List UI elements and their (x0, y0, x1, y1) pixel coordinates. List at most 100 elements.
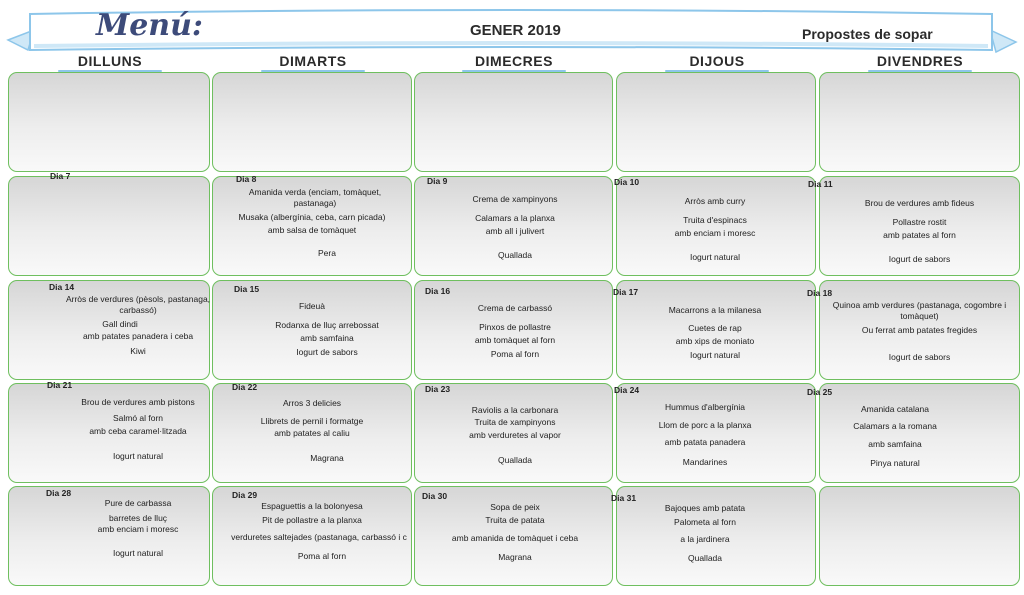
day-label: Dia 30 (422, 491, 448, 501)
day-label: Dia 21 (47, 380, 73, 390)
menu-item: amb samfaina (868, 439, 922, 449)
calendar-cell-empty (819, 486, 1020, 586)
day-label: Dia 25 (807, 387, 833, 397)
menu-item: Brou de verdures amb pistons (81, 397, 195, 407)
calendar-cell-dia-9 (414, 176, 613, 276)
menu-item: barretes de lluç (108, 513, 168, 523)
menu-item: Quallada (687, 553, 723, 563)
day-label: Dia 24 (614, 385, 640, 395)
calendar-cell-dia-24 (616, 383, 816, 483)
calendar-cell-empty (616, 72, 816, 172)
menu-item: amb patata panadera (664, 437, 746, 447)
day-label: Dia 18 (807, 288, 833, 298)
menu-item: Iogurt de sabors (888, 254, 951, 264)
calendar-cell-dia-28 (8, 486, 210, 586)
menu-item: Truita de patata (485, 515, 545, 525)
menu-item: Quallada (497, 455, 533, 465)
calendar-cell-dia-7 (8, 176, 210, 276)
menu-item: Hummus d'albergínia (664, 402, 746, 412)
month-title: GENER 2019 (470, 22, 561, 39)
calendar-cell-dia-16 (414, 280, 613, 380)
calendar-cell-dia-25 (819, 383, 1020, 483)
menu-item: Palometa al forn (674, 517, 736, 527)
menu-item: amb tomàquet al forn (474, 335, 556, 345)
menu-item: Amanida verda (enciam, tomàquet, pastana… (248, 187, 382, 208)
menu-item: Truita de xampinyons (474, 417, 556, 427)
menu-item: Pera (318, 248, 336, 258)
menu-item: Iogurt natural (112, 548, 164, 558)
day-label: Dia 22 (232, 382, 258, 392)
menu-item: Arros 3 delicies (282, 398, 342, 408)
menu-item: Pollastre rostit (892, 217, 947, 227)
menu-item: Quallada (497, 250, 533, 260)
menu-item: Fideuà (299, 301, 325, 311)
menu-item: amb patates al caliu (274, 428, 350, 438)
menu-item: amb xips de moniato (675, 336, 755, 346)
header-ribbon (6, 9, 1018, 54)
menu-item: Crema de carbassó (477, 303, 553, 313)
menu-item: Pure de carbassa (104, 498, 172, 508)
calendar-cell-dia-17 (616, 280, 816, 380)
menu-item: amb verduretes al vapor (469, 430, 561, 440)
weekday-wednesday: DIMECRES (444, 53, 584, 72)
menu-item: Pinxos de pollastre (479, 322, 551, 332)
day-label: Dia 28 (46, 488, 72, 498)
weekday-thursday: DIJOUS (647, 53, 787, 72)
menu-item: Iogurt natural (689, 252, 741, 262)
menu-item: Truita d'espinacs (683, 215, 747, 225)
calendar-cell-dia-15 (212, 280, 412, 380)
weekday-monday: DILLUNS (40, 53, 180, 72)
menu-item: Poma al forn (297, 551, 347, 561)
menu-item: Iogurt de sabors (888, 352, 951, 362)
menu-item: Pit de pollastre a la planxa (262, 515, 362, 525)
menu-item: amb patates al forn (883, 230, 956, 240)
calendar-cell-dia-18 (819, 280, 1020, 380)
day-label: Dia 17 (613, 287, 639, 297)
menu-item: Amanida catalana (860, 404, 930, 414)
menu-item: Arròs amb curry (684, 196, 746, 206)
menu-item: amb patates panadera i ceba (82, 331, 194, 341)
menu-item: Kiwi (130, 346, 146, 356)
menu-item: Gall dindi (102, 319, 138, 329)
menu-item: Espaguettis a la bolonyesa (261, 501, 363, 511)
calendar-cell-dia-29 (212, 486, 412, 586)
day-label: Dia 23 (425, 384, 451, 394)
day-label: Dia 16 (425, 286, 451, 296)
menu-item: Calamars a la romana (853, 421, 937, 431)
subtitle: Propostes de sopar (802, 26, 933, 42)
menu-item: verduretes saltejades (pastanaga, carbas… (231, 532, 407, 542)
menu-item: Bajoques amb patata (664, 503, 746, 513)
menu-item: amb samfaina (300, 333, 354, 343)
day-label: Dia 11 (808, 179, 833, 189)
menu-title: Menú: (96, 8, 203, 43)
menu-item: Llom de porc a la planxa (658, 420, 752, 430)
menu-item: Ou ferrat amb patates fregides (861, 325, 978, 335)
menu-item: Salmó al forn (112, 413, 164, 423)
menu-item: Pinya natural (870, 458, 920, 468)
menu-item: amb ceba caramel·litzada (89, 426, 187, 436)
menu-item: a la jardinera (680, 534, 730, 544)
menu-item: Iogurt natural (112, 451, 164, 461)
menu-item: Arròs de verdures (pèsols, pastanaga, ca… (65, 294, 211, 315)
menu-item: Musaka (albergínia, ceba, carn picada) (238, 212, 386, 222)
calendar-cell-empty (819, 72, 1020, 172)
menu-item: Iogurt natural (689, 350, 741, 360)
menu-item: amb all i julivert (485, 226, 545, 236)
menu-item: Rodanxa de lluç arrebossat (275, 320, 379, 330)
menu-item: Cuetes de rap (688, 323, 742, 333)
menu-item: amb enciam i moresc (674, 228, 756, 238)
day-label: Dia 10 (614, 177, 640, 187)
menu-item: Mandarines (682, 457, 728, 467)
calendar-cell-dia-31 (616, 486, 816, 586)
calendar-cell-empty (212, 72, 412, 172)
menu-item: amb enciam i moresc (97, 524, 179, 534)
weekday-friday: DIVENDRES (850, 53, 990, 72)
menu-item: Poma al forn (490, 349, 540, 359)
menu-item: Sopa de peix (490, 502, 540, 512)
calendar-cell-dia-8 (212, 176, 412, 276)
menu-item: Calamars a la planxa (475, 213, 555, 223)
menu-item: Raviolis a la carbonara (471, 405, 559, 415)
day-label: Dia 15 (234, 284, 260, 294)
day-label: Dia 8 (236, 174, 257, 184)
calendar-cell-dia-21 (8, 383, 210, 483)
